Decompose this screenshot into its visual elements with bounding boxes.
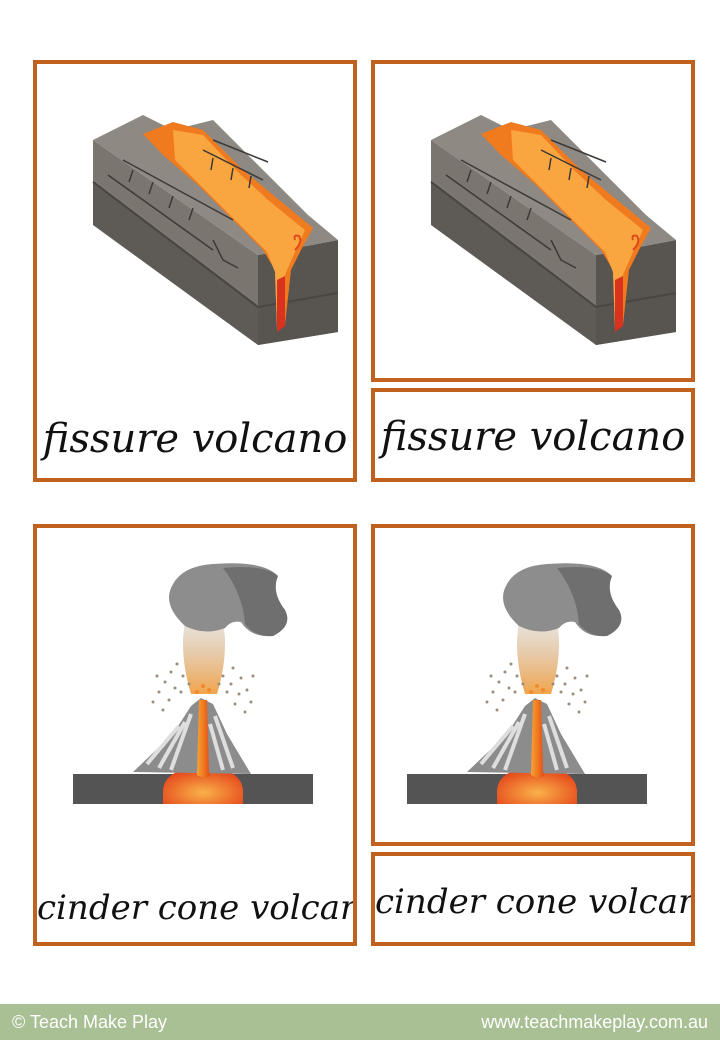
card-cinder-picture	[371, 524, 695, 846]
card-fissure-label: fissure volcano	[371, 388, 695, 482]
fissure-volcano-illustration	[92, 114, 339, 346]
cinder-cone-volcano-illustration	[73, 561, 315, 806]
card-cinder-label: cinder cone volcano	[371, 852, 695, 946]
card-cinder-control: cinder cone volcano	[33, 524, 357, 946]
card-label: cinder cone volcano	[37, 888, 357, 928]
card-fissure-control: fissure volcano	[33, 60, 357, 482]
footer-bar: © Teach Make Play www.teachmakeplay.com.…	[0, 1004, 720, 1040]
fissure-volcano-illustration	[430, 114, 677, 346]
website-link[interactable]: www.teachmakeplay.com.au	[481, 1012, 708, 1032]
card-label: fissure volcano	[42, 416, 348, 462]
copyright-text: © Teach Make Play	[12, 1012, 168, 1032]
card-label: fissure volcano	[380, 414, 686, 460]
card-label: cinder cone volcano	[375, 882, 695, 922]
cinder-cone-volcano-illustration	[407, 561, 649, 806]
card-fissure-picture	[371, 60, 695, 382]
